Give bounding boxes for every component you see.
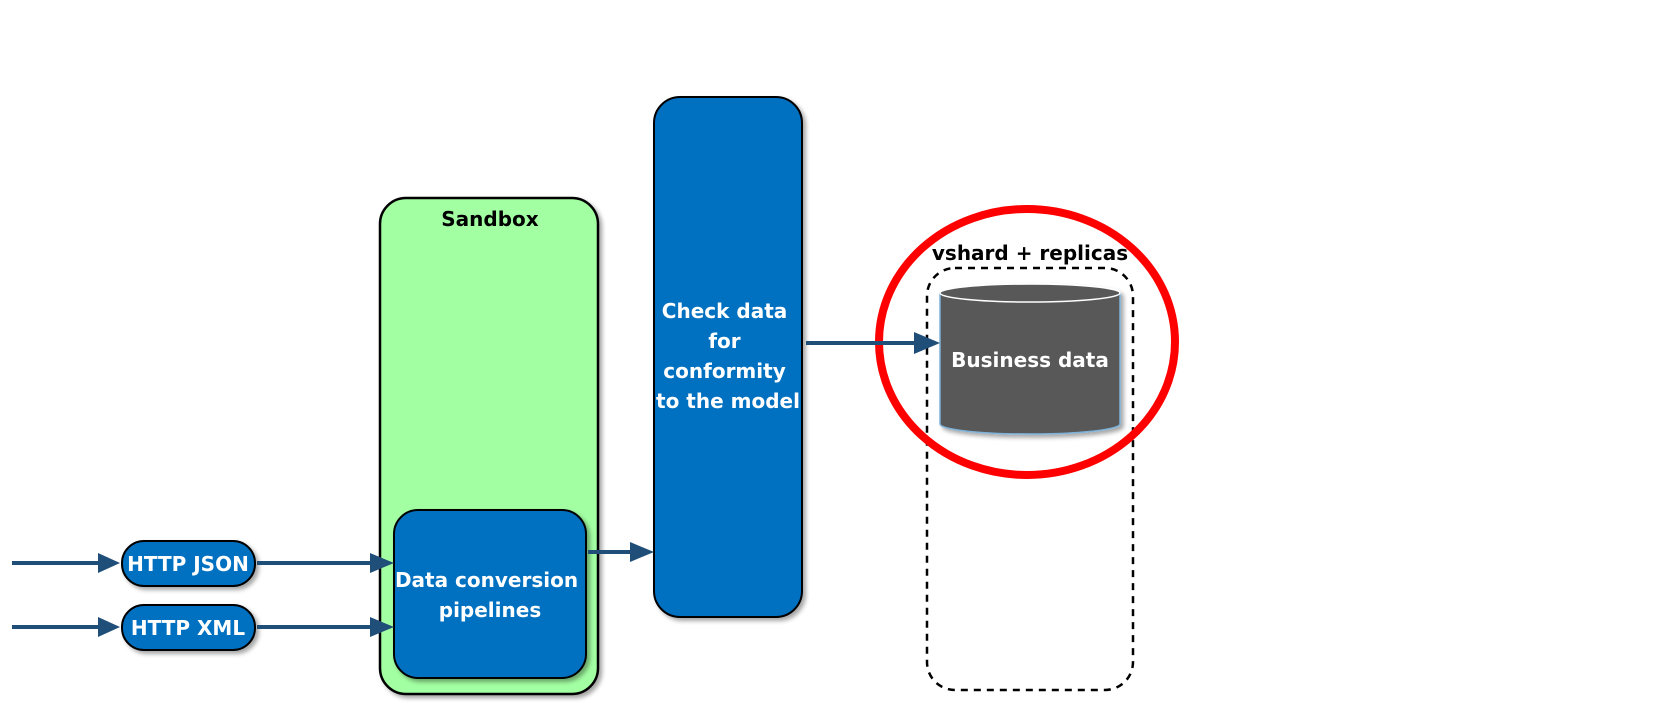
arrow-json-to-pipelines-head [370, 553, 394, 573]
http-xml-label: HTTP XML [131, 616, 245, 640]
arrow-in-xml-head [98, 617, 120, 637]
database-label: Business data [951, 348, 1109, 372]
database-cylinder [939, 283, 1121, 435]
check-label-line-3: conformity [663, 359, 785, 383]
check-conformity-box [653, 96, 803, 618]
pipelines-label-line-1: Data conversion [395, 568, 578, 592]
storage-title: vshard + replicas [932, 241, 1128, 265]
check-label-line-1: Check data [662, 299, 787, 323]
http-xml-input [121, 604, 256, 651]
check-conformity-label: Check data for conformity to the model [656, 299, 800, 413]
http-json-input [121, 540, 256, 587]
check-label-line-2: for [708, 329, 740, 353]
arrows [12, 332, 940, 637]
arrow-check-to-database-head [914, 332, 940, 354]
pipelines-box [393, 509, 587, 679]
pipelines-label: Data conversion pipelines [395, 568, 585, 622]
storage-dashed-container [925, 266, 1135, 692]
check-label-line-4: to the model [656, 389, 800, 413]
sandbox-title: Sandbox [441, 207, 539, 231]
http-json-label: HTTP JSON [127, 552, 249, 576]
arrow-xml-to-pipelines-head [370, 617, 394, 637]
arrow-pipelines-to-check-head [630, 542, 654, 562]
arrow-in-json-head [98, 553, 120, 573]
pipelines-label-line-2: pipelines [439, 598, 541, 622]
